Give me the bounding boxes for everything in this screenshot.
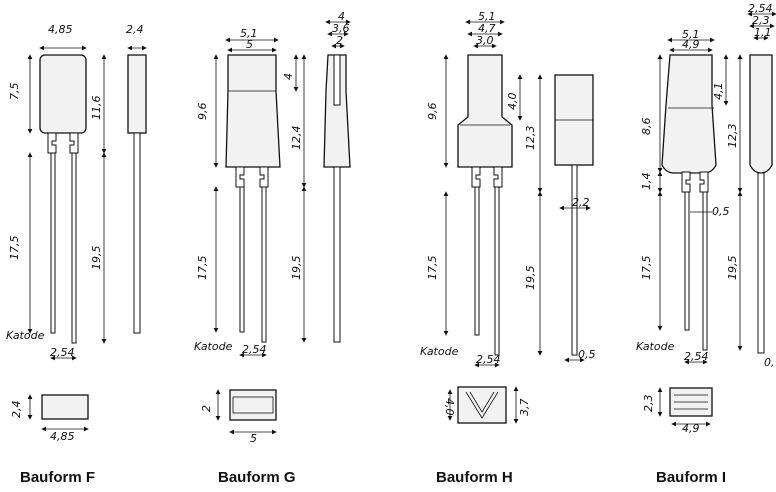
f-lead-l: 17,5	[8, 236, 21, 261]
g-lead-l: 17,5	[196, 256, 209, 281]
h-lead-l: 17,5	[426, 256, 439, 281]
g-body	[225, 54, 281, 168]
g-overall-h: 12,4	[290, 126, 303, 151]
g-base-view	[229, 389, 277, 421]
h-lead-d: 0,5	[578, 348, 596, 361]
i-neck: 1,4	[640, 173, 653, 191]
f-side-top: 2,4	[126, 23, 144, 36]
g-lead-total: 19,5	[290, 256, 303, 281]
i-side-view	[749, 54, 773, 174]
h-w1: 5,1	[478, 10, 496, 23]
h-base-b: 3,7	[518, 399, 531, 417]
h-overall-h: 12,3	[524, 126, 537, 151]
h-lead-total: 19,5	[524, 266, 537, 291]
f-base-h: 2,4	[10, 401, 23, 419]
caption-bauform-i: Bauform I	[656, 469, 726, 486]
g-side-view	[323, 54, 351, 168]
g-top-h: 4	[282, 73, 295, 80]
g-pitch: 2,54	[242, 343, 267, 356]
g-width-inner: 5	[246, 38, 253, 51]
i-pitch: 2,54	[684, 350, 709, 363]
h-body-h: 9,6	[426, 103, 439, 121]
g-side-c: 2	[336, 34, 343, 47]
f-base-w: 4,85	[50, 430, 75, 443]
i-lead-d2: 0,	[764, 356, 775, 369]
h-pitch: 2,54	[476, 353, 501, 366]
i-body	[661, 54, 717, 174]
g-body-h: 9,6	[196, 103, 209, 121]
g-base-w: 5	[250, 432, 257, 445]
f-body-h: 7,5	[8, 83, 21, 101]
f-overall-h: 11,6	[90, 96, 103, 121]
i-top-h: 4,1	[712, 83, 725, 101]
i-w1: 5,1	[682, 28, 700, 41]
i-body-h: 8,6	[640, 118, 653, 136]
caption-bauform-g: Bauform G	[218, 469, 296, 486]
g-side-b: 3,6	[332, 22, 350, 35]
h-w3: 3,0	[476, 34, 494, 47]
i-s1: 2,54	[748, 2, 773, 15]
i-s2: 2,3	[752, 14, 770, 27]
f-base-view	[41, 394, 89, 420]
h-w2: 4,7	[478, 22, 496, 35]
f-katode-label: Katode	[6, 329, 45, 342]
i-lead-total: 19,5	[726, 256, 739, 281]
g-base-h: 2	[200, 405, 213, 412]
i-base-w: 4,9	[682, 422, 700, 435]
g-side-a: 4	[338, 10, 345, 23]
f-side-view	[127, 54, 147, 134]
bauform-g: 5,1 5 4 3,6 2 9,6 4 12,4 17,5 19,5 Katod…	[194, 10, 351, 445]
f-lead-total: 19,5	[90, 246, 103, 271]
bauform-f: 4,85 2,4 7,5 11,6 17,5 19,5 Katode 2,54 …	[6, 23, 147, 443]
h-body	[457, 54, 513, 168]
h-lead-w: 2,2	[572, 196, 590, 209]
h-base-view	[457, 386, 507, 424]
bauform-i: 5,1 4,9 2,54 2,3 1,1 8,6 4,1 12,3 1,4 0,…	[636, 2, 776, 435]
g-katode-label: Katode	[194, 340, 233, 353]
f-width-top: 4,85	[48, 23, 73, 36]
i-overall-h: 12,3	[726, 124, 739, 149]
caption-bauform-h: Bauform H	[436, 469, 513, 486]
f-pitch: 2,54	[50, 346, 75, 359]
h-top-h: 4,0	[506, 93, 519, 111]
i-katode-label: Katode	[636, 340, 675, 353]
i-base-h: 2,3	[642, 395, 655, 413]
g-width-outer: 5,1	[240, 27, 258, 40]
i-lead-d: 0,5	[712, 205, 730, 218]
i-lead-l: 17,5	[640, 256, 653, 281]
h-katode-label: Katode	[420, 345, 459, 358]
i-w2: 4,9	[682, 38, 700, 51]
h-base-a: 4,0	[443, 398, 456, 416]
f-body	[39, 54, 87, 134]
bauform-h: 5,1 4,7 3,0 2,2 9,6 4,0 12,3 17,5 19,5 K…	[420, 10, 596, 424]
i-s3: 1,1	[754, 26, 772, 39]
caption-bauform-f: Bauform F	[20, 469, 95, 486]
